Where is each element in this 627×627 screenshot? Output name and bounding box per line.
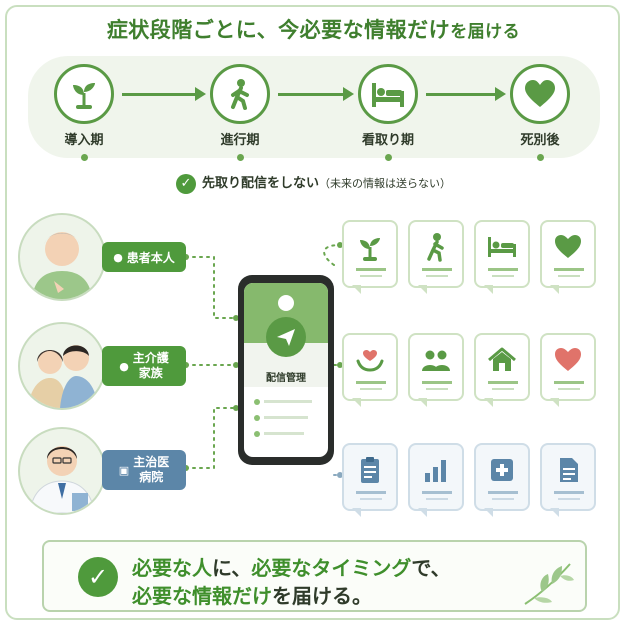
walking-person-icon <box>427 233 444 262</box>
role-doctor: ▣ 主治医病院 <box>102 450 186 490</box>
page-title: 症状段階ごとに、今必要な情報だけを届ける <box>106 18 521 42</box>
document-icon <box>560 458 578 482</box>
info-card-family <box>408 333 464 407</box>
stage-end-of-life: 看取り期 <box>352 64 424 161</box>
stage-arrow <box>426 87 506 101</box>
bed-icon <box>358 64 418 124</box>
stage-panel <box>28 56 600 158</box>
sprout-icon <box>360 238 380 261</box>
heart-icon <box>555 235 581 258</box>
send-icon <box>266 317 306 357</box>
stage-arrow <box>122 87 206 101</box>
patient-avatar <box>18 213 106 301</box>
role-caregiver: ● 主介護家族 <box>102 346 186 386</box>
info-card-records <box>342 443 398 517</box>
heart-hands-icon <box>356 350 384 372</box>
stage-introduction: 導入期 <box>48 64 120 161</box>
key-message-box: ✓ 必要な人に、必要なタイミングで、 必要な情報だけを届ける。 <box>42 540 587 612</box>
delivery-management-screen: 配信管理 <box>244 283 328 457</box>
no-preemptive-note: ✓先取り配信をしない（未来の情報は送らない） <box>0 172 627 194</box>
info-card-introduction <box>342 220 398 294</box>
walking-person-icon <box>210 64 270 124</box>
caregiver-avatar <box>18 322 106 410</box>
info-card-progression <box>408 220 464 294</box>
heart-icon <box>555 348 581 371</box>
home-icon <box>488 347 516 371</box>
outer-frame <box>5 5 620 620</box>
stage-bereavement: 死別後 <box>504 64 576 161</box>
info-card-end-of-life <box>474 220 530 294</box>
info-card-document <box>540 443 596 517</box>
key-message-line-2: 必要な情報だけを届ける。 <box>132 584 372 608</box>
stage-progression: 進行期 <box>204 64 276 161</box>
person-icon: ● <box>113 250 123 264</box>
hospital-icon: ▣ <box>118 463 130 477</box>
check-icon: ✓ <box>175 173 196 194</box>
sprout-icon <box>54 64 114 124</box>
medical-cross-icon <box>491 459 513 481</box>
role-patient: ●患者本人 <box>102 242 186 272</box>
info-card-statistics <box>408 443 464 517</box>
clipboard-icon <box>361 457 379 483</box>
bar-chart-icon <box>425 460 446 482</box>
person-icon: ● <box>119 359 129 373</box>
key-message-line-1: 必要な人に、必要なタイミングで、 <box>132 556 451 580</box>
family-icon <box>422 350 450 371</box>
info-card-bereavement <box>540 220 596 294</box>
stage-arrow <box>278 87 354 101</box>
info-card-home <box>474 333 530 407</box>
bed-icon <box>488 237 516 257</box>
check-icon: ✓ <box>78 557 118 597</box>
doctor-avatar <box>18 427 106 515</box>
user-avatar-icon <box>278 295 294 311</box>
info-card-medical <box>474 443 530 517</box>
leaf-decoration-icon <box>524 563 574 605</box>
info-card-grief <box>540 333 596 407</box>
heart-icon <box>510 64 570 124</box>
info-card-care <box>342 333 398 407</box>
